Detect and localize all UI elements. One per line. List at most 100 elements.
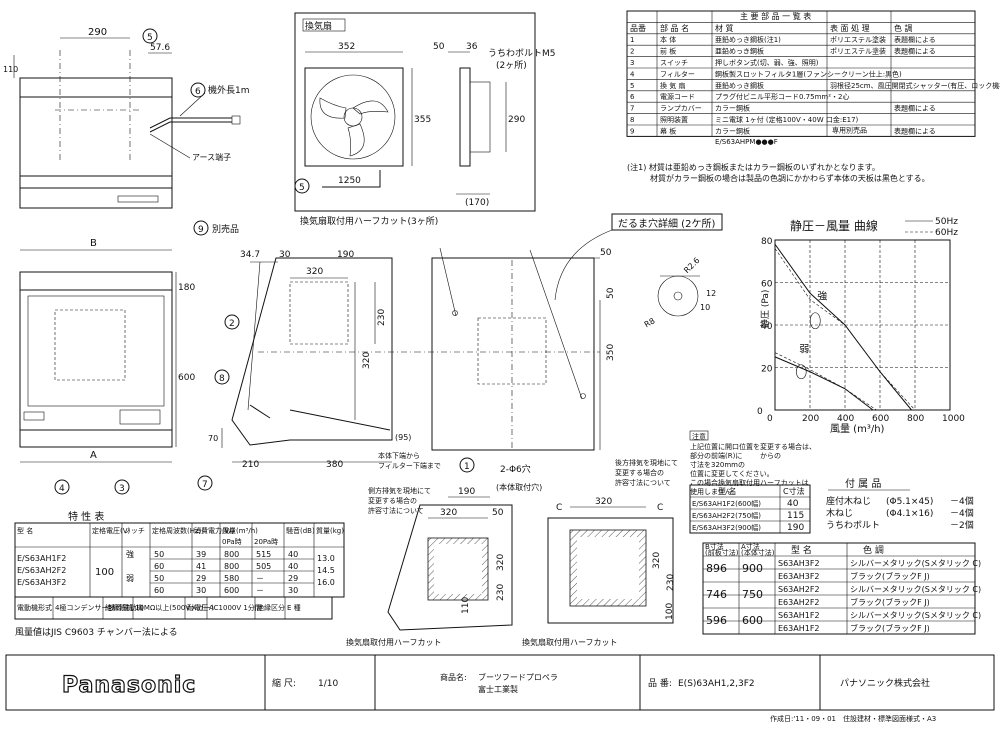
color-cell: 596 [706, 614, 727, 627]
svg-text:7: 7 [202, 480, 208, 490]
parts-cell: 8 [630, 116, 634, 124]
parts-cell: カラー鋼板 [715, 126, 750, 135]
svg-text:380: 380 [326, 460, 343, 470]
svg-text:6: 6 [195, 87, 201, 97]
svg-text:50: 50 [492, 508, 504, 518]
dim-600: 600 [178, 373, 195, 383]
svg-text:ブーツフードプロペラ: ブーツフードプロペラ [478, 672, 558, 682]
color-cell: ブラック(ブラックF J) [850, 571, 930, 581]
y-tick: 20 [761, 365, 773, 375]
svg-text:320: 320 [652, 552, 662, 569]
c-cell: E/S63AH2F2(750幅) [692, 511, 761, 520]
y-tick: 80 [761, 237, 773, 247]
y-tick: 0 [757, 407, 763, 417]
spec-foot: E 種 [287, 604, 301, 612]
spec-cell: 580 [224, 574, 239, 583]
svg-text:変更する場合の: 変更する場合の [615, 468, 664, 477]
svg-text:位置に変更してください。: 位置に変更してください。 [690, 469, 774, 478]
parts-cell: 電源コード [660, 92, 695, 101]
color-cell: 600 [742, 614, 763, 627]
daruma-detail: だるま穴詳細 (2ケ所) R2.6 R8 12 10 [554, 213, 723, 329]
spec-mass: 13.0 [317, 554, 335, 563]
spec-header: ノッチ [124, 527, 145, 535]
svg-text:寸法を320mmの: 寸法を320mmの [690, 460, 745, 469]
spec-table: 特 性 表型 名定格電圧(V)ノッチ定格周波数(Hz)消費電力(W)風量(m³/… [14, 510, 345, 638]
acc-name: 座付木ねじ [826, 495, 871, 507]
cable-length: 機外長1m [208, 84, 250, 96]
svg-text:9: 9 [198, 225, 204, 235]
svg-text:縮 尺:: 縮 尺: [272, 677, 296, 689]
svg-text:R8: R8 [643, 316, 657, 329]
svg-text:5: 5 [147, 33, 153, 43]
svg-text:換気扇取付用ハーフカット: 換気扇取付用ハーフカット [346, 637, 442, 647]
chart-title: 静圧－風量 曲線 [790, 218, 878, 233]
color-header: B寸法 [705, 542, 724, 551]
spec-foot: 耐電圧 [187, 603, 208, 612]
svg-text:1250: 1250 [338, 176, 361, 186]
svg-text:E(S)63AH1,2,3F2: E(S)63AH1,2,3F2 [678, 679, 755, 689]
dim-290: 290 [88, 27, 107, 38]
c-cell: E/S63AH3F2(900幅) [692, 523, 761, 532]
acc-qty: －2個 [950, 519, 974, 531]
svg-text:230: 230 [666, 574, 676, 591]
front-view: A 180 600 [19, 271, 195, 463]
c-cell: 40 [787, 499, 799, 509]
spec-cell: － [256, 586, 264, 595]
svg-text:からの: からの [760, 452, 781, 460]
spec-header: 騒音(dB) [286, 526, 315, 535]
parts-header: 部 品 名 [660, 23, 689, 33]
svg-text:100: 100 [665, 603, 675, 620]
earth-terminal: アース端子 [192, 152, 231, 162]
svg-text:うちわボルトM5: うちわボルトM5 [488, 48, 556, 59]
parts-header: 表 面 処 理 [830, 23, 870, 33]
color-header: A寸法 [741, 542, 760, 551]
svg-text:(170): (170) [465, 198, 489, 208]
svg-text:作成日:'11・09・01 住設建材・標準図面様式・A3: 作成日:'11・09・01 住設建材・標準図面様式・A3 [770, 714, 936, 723]
svg-text:2: 2 [229, 319, 235, 329]
spec-header: 型 名 [17, 526, 33, 535]
svg-text:190: 190 [337, 250, 354, 260]
svg-text:(2ヶ所): (2ヶ所) [496, 60, 527, 71]
spec-cell: 515 [256, 550, 271, 559]
parts-cell: 1 [630, 36, 634, 44]
svg-text:R2.6: R2.6 [682, 256, 701, 275]
svg-text:C: C [657, 503, 663, 513]
x-tick: 800 [907, 414, 924, 424]
svg-text:品 番:: 品 番: [648, 677, 672, 689]
svg-text:50: 50 [606, 287, 616, 299]
c-cell: 190 [787, 523, 804, 533]
svg-text:1: 1 [464, 462, 470, 472]
spec-cell: 60 [154, 586, 164, 595]
parts-cell: 表題欄による [894, 126, 936, 135]
spec-mass: 16.0 [317, 578, 335, 587]
spec-foot: 絶縁区分 [257, 603, 285, 612]
svg-text:換気扇取付用ハーフカット: 換気扇取付用ハーフカット [522, 637, 618, 647]
svg-text:許容寸法について: 許容寸法について [615, 478, 671, 487]
acc-title: 付 属 品 [845, 477, 881, 490]
rear-exhaust-view: C C 320 320 230 100 換気扇取付用ハーフカット [522, 497, 676, 647]
spec-note: 風量値はJIS C9603 チャンバー法による [15, 626, 178, 638]
svg-text:3: 3 [119, 484, 125, 494]
spec-cell: 60 [154, 562, 164, 571]
svg-text:フィルター下端まで: フィルター下端まで [378, 461, 441, 470]
accessories-table: 付 属 品座付木ねじ(Φ5.1×45)－4個木ねじ(Φ4.1×16)－4個うちわ… [826, 477, 974, 531]
svg-text:商品名:: 商品名: [440, 672, 467, 682]
spec-cell: 600 [224, 586, 239, 595]
parts-cell: 4 [630, 70, 635, 78]
side-view: 換気扇取付用ハーフカット(3ヶ所) 34.7 30 190 320 230 32… [208, 215, 441, 470]
parts-note1: (注1) 材質は亜鉛めっき鋼板またはカラー鋼板のいずれかとなります。 [627, 162, 880, 172]
legend-60hz: 60Hz [935, 228, 958, 238]
svg-text:だるま穴詳細 (2ケ所): だるま穴詳細 (2ケ所) [618, 217, 715, 230]
svg-text:352: 352 [338, 42, 355, 52]
svg-text:(95): (95) [395, 433, 411, 442]
spec-cell: 40 [288, 562, 298, 571]
svg-text:34.7: 34.7 [240, 250, 260, 260]
acc-size: (Φ5.1×45) [886, 497, 933, 507]
svg-text:注意: 注意 [692, 432, 706, 441]
parts-header: 色 調 [894, 23, 913, 33]
parts-cell: 表題欄による [894, 104, 936, 113]
color-cell: シルバーメタリック(Sメタリック C) [850, 611, 981, 620]
parts-cell: 羽根径25cm、風圧開閉式シャッター(有圧、ロック機構付) [830, 81, 1000, 90]
